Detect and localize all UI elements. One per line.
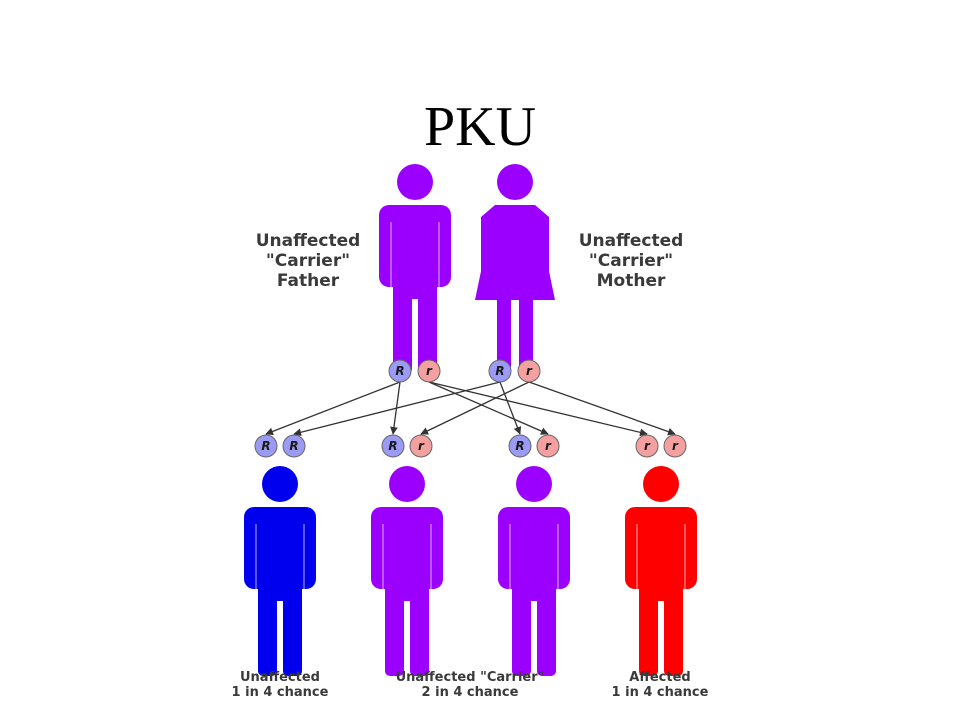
child-figure-carrier [498,466,570,676]
mother-label-line: Unaffected [578,231,684,251]
father-label-line: "Carrier" [265,251,351,271]
allele-letter: r [672,439,679,453]
mother-label-line: "Carrier" [588,251,674,271]
inheritance-arrow [293,381,501,437]
allele-letter: r [418,439,425,453]
outcome-label-line: 1 in 4 chance [611,685,709,700]
allele-dominant: R [381,434,405,458]
outcome-label-line: Unaffected "Carrier" [395,670,545,685]
inheritance-arrow [528,381,676,436]
allele-recessive: r [663,434,687,458]
allele-recessive: r [517,359,541,383]
outcome-label-affected: Affected 1 in 4 chance [565,670,755,700]
allele-letter: r [545,439,552,453]
inheritance-arrow [265,381,401,436]
outcome-label-line: Unaffected [240,670,320,685]
inheritance-arrow [428,381,549,435]
allele-letter: R [261,439,270,453]
allele-dominant: R [488,359,512,383]
father-label: Unaffected "Carrier" Father [238,231,378,291]
allele-recessive: r [635,434,659,458]
allele-recessive: r [417,359,441,383]
inheritance-arrow [499,381,522,435]
allele-letter: R [515,439,524,453]
allele-letter: R [495,364,504,378]
allele-letter: r [644,439,651,453]
allele-recessive: r [536,434,560,458]
outcome-label-line: 1 in 4 chance [231,685,329,700]
allele-letter: R [388,439,397,453]
allele-dominant: R [282,434,306,458]
father-figure [379,164,451,374]
mother-label-line: Mother [596,271,666,291]
outcome-label-line: 2 in 4 chance [421,685,519,700]
father-label-line: Unaffected [255,231,361,251]
allele-letter: R [289,439,298,453]
father-label-line: Father [276,271,340,291]
mother-figure [475,164,555,375]
outcome-label-unaffected: Unaffected 1 in 4 chance [185,670,375,700]
outcome-label-line: Affected [629,670,691,685]
inheritance-arrow [428,381,648,437]
child-figure-carrier [371,466,443,676]
allele-recessive: r [409,434,433,458]
slide-title: PKU [423,96,537,158]
allele-letter: R [395,364,404,378]
child-figure-affected [625,466,697,676]
mother-label: Unaffected "Carrier" Mother [561,231,701,291]
outcome-label-carrier: Unaffected "Carrier" 2 in 4 chance [375,670,565,700]
allele-dominant: R [508,434,532,458]
allele-dominant: R [254,434,278,458]
inheritance-arrow [420,381,530,435]
allele-dominant: R [388,359,412,383]
allele-letter: r [526,364,533,378]
allele-letter: r [426,364,433,378]
child-figure-unaffected [244,466,316,676]
